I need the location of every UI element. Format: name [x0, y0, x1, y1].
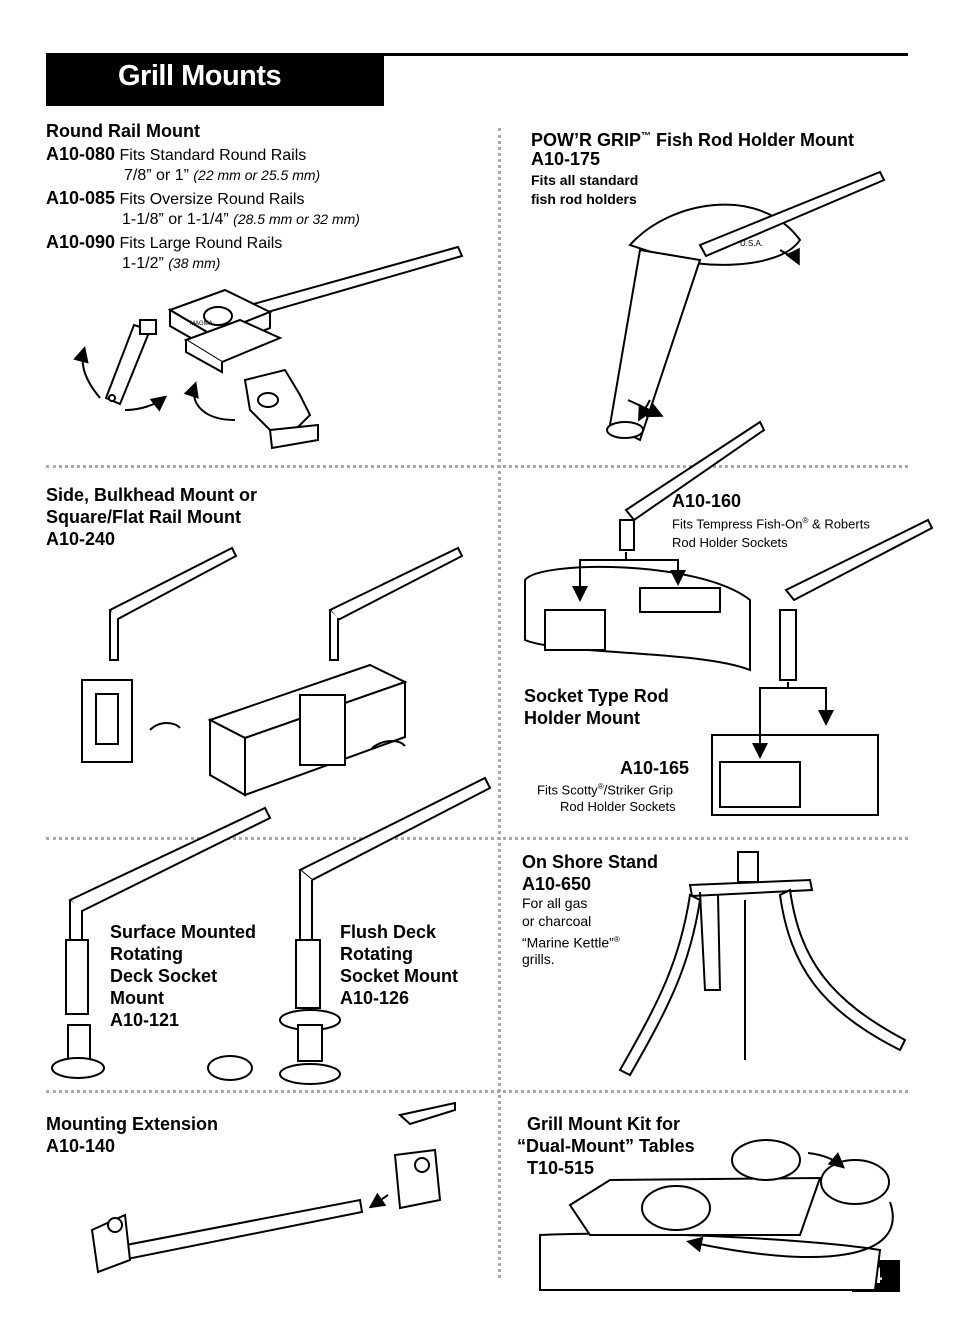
socket-part-1-line-1: Fits Tempress Fish-On® & Roberts — [672, 511, 870, 534]
size: 1-1/2” — [122, 255, 164, 272]
socket-type-illustration — [524, 420, 934, 816]
page-title: Grill Mounts — [118, 60, 282, 92]
size: 1-1/8” or 1-1/4” — [122, 211, 229, 228]
powr-grip-note-2: fish rod holders — [531, 191, 637, 207]
round-rail-row-1: A10-080 Fits Standard Round Rails — [46, 144, 306, 165]
metric: (28.5 mm or 32 mm) — [233, 211, 360, 227]
on-shore-line-1: For all gas — [522, 895, 588, 911]
deck-socket-illustration — [51, 776, 492, 1085]
part-desc: Fits Oversize Round Rails — [119, 191, 305, 208]
powr-grip-name: POW’R GRIP — [531, 130, 642, 150]
trademark: ™ — [641, 131, 652, 142]
grill-kit-line-1: Grill Mount Kit for — [527, 1114, 680, 1134]
on-shore-kettle: “Marine Kettle” — [522, 934, 614, 951]
mount-brand-text: MAGMA — [190, 321, 213, 327]
side-bulkhead-line-1: Side, Bulkhead Mount or — [46, 485, 258, 505]
socket-part-1-text: Fits Tempress Fish-On — [672, 516, 803, 532]
round-rail-heading: Round Rail Mount — [46, 121, 200, 141]
divider-h-1 — [46, 465, 908, 468]
part-number: A10-080 — [46, 144, 116, 164]
size: 7/8” or 1” — [124, 167, 189, 184]
grill-kit-illustration — [539, 1139, 894, 1291]
metric: (22 mm or 25.5 mm) — [193, 167, 321, 183]
flush-line-1: Flush Deck — [340, 922, 437, 942]
socket-part-1: A10-160 — [672, 491, 742, 511]
surface-line-1: Surface Mounted — [110, 922, 257, 942]
side-bulkhead-illustration — [81, 546, 464, 797]
round-rail-size-2: 1-1/8” or 1-1/4” (28.5 mm or 32 mm) — [122, 211, 360, 229]
on-shore-line-4: grills. — [522, 951, 555, 967]
socket-part-2-text-rest: /Striker Grip — [603, 782, 673, 798]
powr-grip-note-1: Fits all standard — [531, 172, 639, 188]
round-rail-mount-illustration: MAGMA — [73, 245, 464, 450]
powr-grip-part: A10-175 — [531, 149, 601, 169]
grill-kit-line-2: “Dual-Mount” Tables — [517, 1136, 695, 1156]
surface-line-3: Deck Socket — [110, 966, 218, 986]
socket-part-1-text-rest: & Roberts — [808, 516, 870, 532]
side-bulkhead-line-2: Square/Flat Rail Mount — [46, 507, 242, 527]
usa-text: U.S.A. — [740, 239, 763, 248]
surface-part: A10-121 — [110, 1010, 180, 1030]
socket-part-2-line-2: Rod Holder Sockets — [560, 799, 676, 814]
header-rule — [46, 53, 908, 56]
on-shore-line-2: or charcoal — [522, 913, 592, 929]
flush-part: A10-126 — [340, 988, 410, 1008]
part-number: A10-085 — [46, 188, 116, 208]
flush-line-3: Socket Mount — [340, 966, 459, 986]
on-shore-heading: On Shore Stand — [522, 852, 659, 872]
divider-h-2 — [46, 837, 908, 840]
divider-v — [498, 128, 501, 1278]
extension-illustration — [90, 1101, 456, 1274]
socket-part-1-line-2: Rod Holder Sockets — [672, 535, 788, 550]
powr-grip-heading-rest: Fish Rod Holder Mount — [651, 130, 854, 150]
registered-mark: ® — [613, 935, 620, 944]
socket-heading-1: Socket Type Rod — [524, 686, 669, 706]
part-desc: Fits Large Round Rails — [119, 235, 283, 252]
surface-line-2: Rotating — [110, 944, 183, 964]
grill-kit-part: T10-515 — [527, 1158, 595, 1178]
part-desc: Fits Standard Round Rails — [119, 147, 307, 164]
socket-part-2: A10-165 — [620, 758, 690, 778]
registered-mark: ® — [802, 516, 809, 525]
surface-line-4: Mount — [110, 988, 164, 1008]
socket-heading-2: Holder Mount — [524, 708, 640, 728]
on-shore-line-3: “Marine Kettle”® — [522, 930, 620, 953]
round-rail-row-3: A10-090 Fits Large Round Rails — [46, 232, 282, 253]
divider-h-3 — [46, 1090, 908, 1093]
flush-line-2: Rotating — [340, 944, 413, 964]
round-rail-size-3: 1-1/2” (38 mm) — [122, 255, 220, 273]
metric: (38 mm) — [168, 255, 221, 271]
socket-part-2-line-1: Fits Scotty®/Striker Grip — [537, 777, 673, 800]
on-shore-part: A10-650 — [522, 874, 592, 894]
extension-part: A10-140 — [46, 1136, 116, 1156]
round-rail-size-1: 7/8” or 1” (22 mm or 25.5 mm) — [124, 167, 320, 185]
side-bulkhead-part: A10-240 — [46, 529, 116, 549]
registered-mark: ® — [597, 782, 604, 791]
socket-part-2-text: Fits Scotty — [537, 782, 598, 798]
extension-heading: Mounting Extension — [46, 1114, 218, 1134]
powr-grip-heading: POW’R GRIP™ Fish Rod Holder Mount — [531, 126, 854, 151]
on-shore-illustration — [618, 851, 907, 1077]
powr-grip-illustration: U.S.A. — [606, 170, 886, 442]
title-bar — [46, 56, 384, 106]
round-rail-row-2: A10-085 Fits Oversize Round Rails — [46, 188, 304, 209]
part-number: A10-090 — [46, 232, 116, 252]
